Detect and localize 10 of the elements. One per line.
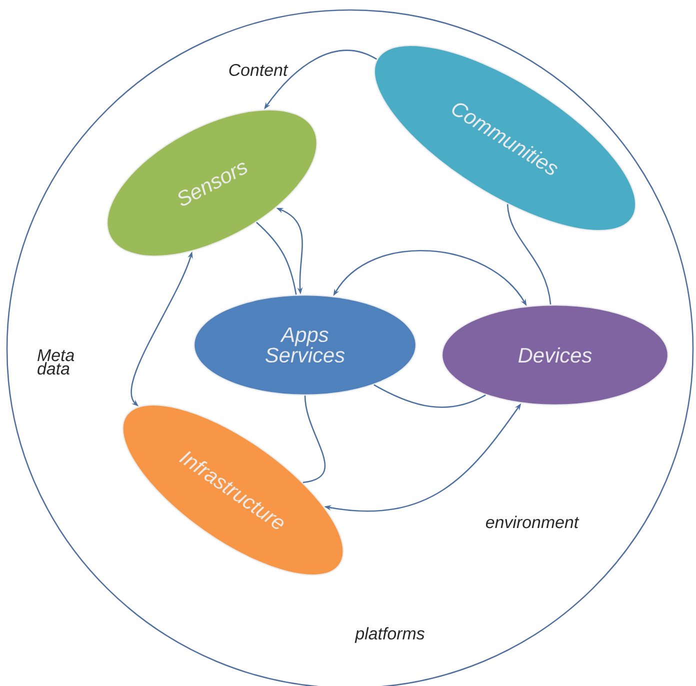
ellipse-node: Devices: [441, 304, 669, 406]
ellipse-node: Apps Services: [193, 294, 417, 396]
connector-line: [374, 384, 486, 408]
annotation-text: Content: [229, 64, 288, 76]
connector-line: [256, 222, 297, 295]
annotation-text: environment: [486, 516, 580, 528]
connector-line: [302, 396, 326, 484]
connector-line: [506, 204, 552, 305]
annotation-text: platforms: [354, 627, 424, 643]
annotation-text: Meta data: [38, 349, 74, 375]
